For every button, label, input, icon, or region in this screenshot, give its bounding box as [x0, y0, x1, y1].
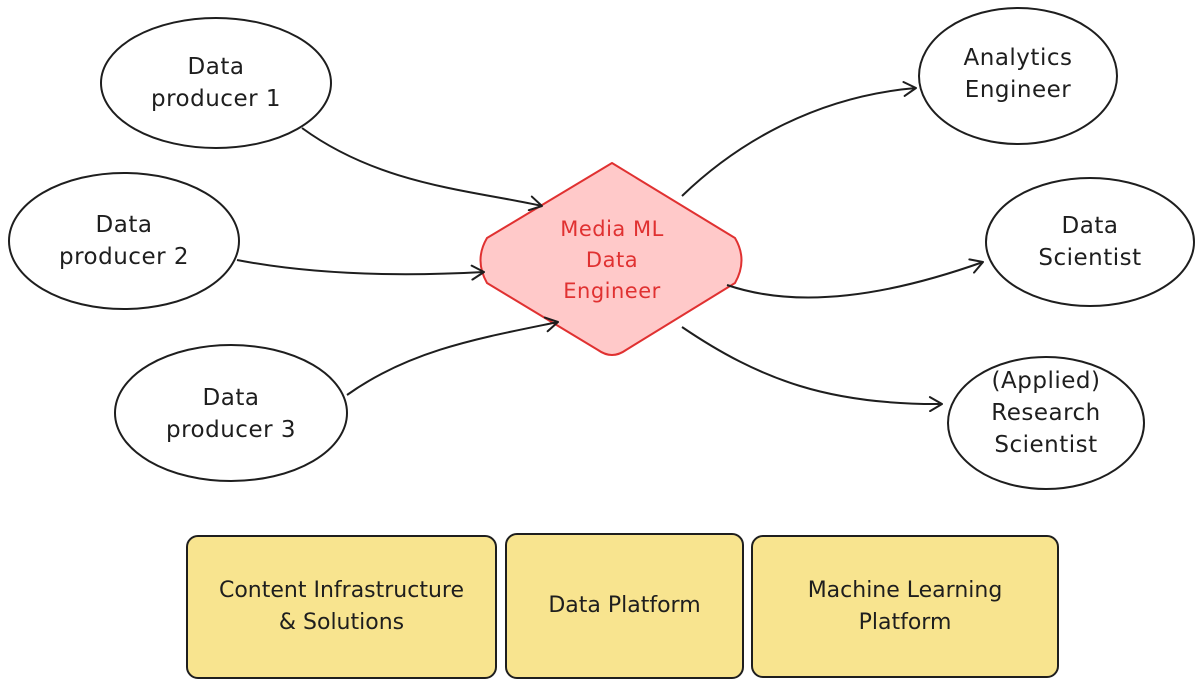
consumer-2-label: Data Scientist	[1000, 210, 1180, 274]
consumer-1-label-line-2: Engineer	[964, 77, 1072, 103]
consumer-2-label-line-1: Data	[1061, 213, 1119, 239]
consumer-2-node	[985, 177, 1195, 307]
consumer-3-label-line-3: Scientist	[994, 432, 1098, 458]
producer-2-label: Data producer 2	[19, 193, 229, 289]
consumer-3-label-line-2: Research	[991, 400, 1101, 426]
consumer-2-label-line-2: Scientist	[1038, 245, 1142, 271]
center-node	[479, 162, 743, 356]
edge-center-to-consumer-1	[681, 81, 917, 197]
platform-machine-learning: Machine Learning Platform	[751, 535, 1059, 678]
platform-2-line-1: Data Platform	[548, 593, 701, 618]
consumer-3-node	[947, 356, 1145, 490]
producer-3-label-line-1: Data	[202, 385, 260, 411]
center-label-line-3: Engineer	[563, 278, 661, 303]
platform-3-line-1: Machine Learning	[807, 577, 1003, 603]
platform-1-line-1: Content Infrastructure	[218, 578, 465, 603]
platform-data-platform: Data Platform	[505, 533, 744, 679]
center-label: Media ML Data Engineer	[512, 210, 712, 310]
consumer-1-node	[918, 7, 1118, 145]
consumer-3-label: (Applied) Research Scientist	[961, 365, 1131, 461]
producer-3-label-line-2: producer 3	[166, 417, 296, 443]
center-label-line-1: Media ML	[560, 216, 664, 241]
consumer-1-label-line-1: Analytics	[963, 45, 1073, 71]
producer-1-node	[100, 17, 332, 149]
producer-1-label-line-1: Data	[187, 54, 245, 80]
platform-1-line-2: & Solutions	[278, 610, 405, 635]
center-label-line-2: Data	[585, 247, 639, 272]
platform-content-infrastructure: Content Infrastructure & Solutions	[186, 535, 497, 679]
producer-1-label-line-2: producer 1	[151, 86, 281, 112]
platform-3-line-2: Platform	[858, 609, 952, 635]
producer-2-label-line-1: Data	[95, 212, 153, 238]
edge-center-to-consumer-2	[726, 258, 984, 299]
edge-producer-2-to-center	[236, 259, 485, 281]
producer-1-label: Data producer 1	[111, 35, 321, 131]
producer-2-label-line-2: producer 2	[59, 244, 189, 270]
edge-producer-1-to-center	[301, 127, 543, 212]
producer-2-node	[8, 172, 240, 310]
edge-producer-3-to-center	[346, 316, 559, 396]
edge-center-to-consumer-3	[681, 326, 943, 413]
producer-3-label: Data producer 3	[126, 366, 336, 462]
consumer-1-label: Analytics Engineer	[928, 42, 1108, 106]
producer-3-node	[114, 344, 348, 482]
consumer-3-label-line-1: (Applied)	[991, 368, 1101, 394]
